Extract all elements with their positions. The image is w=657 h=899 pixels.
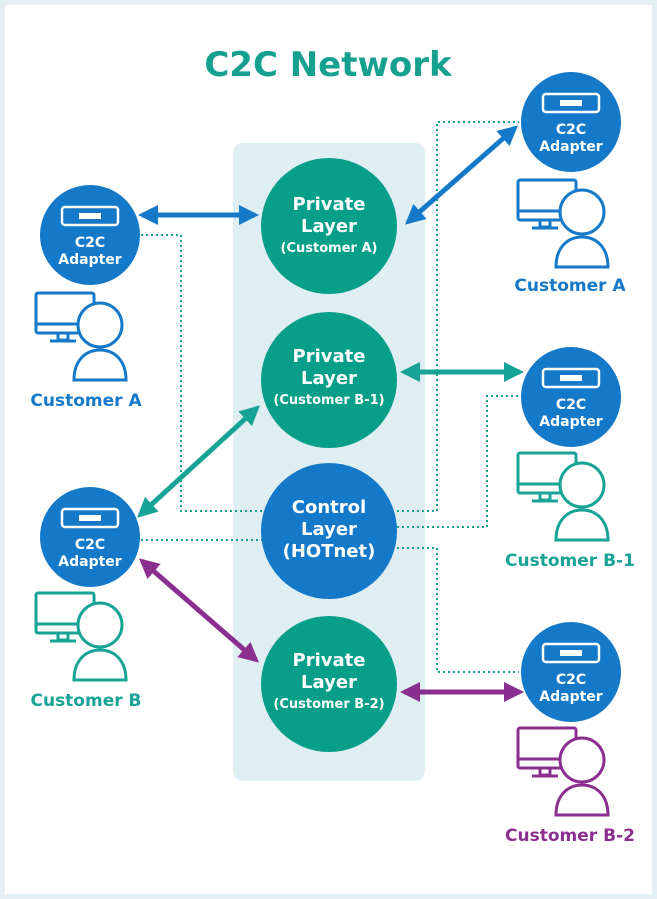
layer-name: Private bbox=[293, 346, 366, 367]
adapter-device-icon bbox=[541, 642, 601, 664]
layer-customer-b1: Private Layer (Customer B-1) bbox=[261, 312, 397, 448]
computer-user-icon bbox=[34, 291, 128, 382]
computer-user-icon bbox=[516, 178, 610, 269]
dotted-line-right-a bbox=[397, 121, 519, 512]
adapter-circle bbox=[40, 185, 140, 285]
adapter-circle bbox=[40, 487, 140, 587]
arrow-connections bbox=[137, 125, 524, 702]
adapter-line1: C2C bbox=[556, 122, 586, 138]
diagram-title: C2C Network bbox=[204, 45, 453, 85]
adapter-circle bbox=[521, 622, 621, 722]
layer-circle bbox=[261, 463, 397, 599]
adapter-circle bbox=[521, 72, 621, 172]
adapter-line2: Adapter bbox=[539, 414, 603, 430]
layer-line2: Layer bbox=[301, 519, 357, 540]
adapter-circle bbox=[521, 347, 621, 447]
computer-user-icon bbox=[516, 451, 610, 542]
adapter-device-icon bbox=[541, 92, 601, 114]
dotted-line-right-b1 bbox=[397, 395, 519, 528]
adapter-line1: C2C bbox=[75, 235, 105, 251]
arrow-left-b-to-b2 bbox=[138, 558, 260, 663]
layer-name: Control bbox=[292, 497, 366, 518]
adapter-right-a: C2C Adapter bbox=[521, 72, 621, 172]
customer-label-left-b: Customer B bbox=[30, 691, 141, 711]
customer-label-right-b1: Customer B-1 bbox=[505, 551, 635, 571]
layer-name: Private bbox=[293, 650, 366, 671]
layer-circle bbox=[261, 158, 397, 294]
customer-label-left-a: Customer A bbox=[30, 391, 142, 411]
network-band bbox=[233, 143, 425, 781]
layer-sub: (Customer B-1) bbox=[273, 393, 384, 408]
layer-sub: (Customer A) bbox=[281, 241, 378, 256]
layer-name: Private bbox=[293, 194, 366, 215]
layer-line2: Layer bbox=[301, 368, 357, 389]
dotted-line-right-b2 bbox=[397, 547, 519, 673]
adapter-left-b: C2C Adapter bbox=[40, 487, 140, 587]
adapter-device-icon bbox=[60, 205, 120, 227]
computer-user-icon bbox=[34, 591, 128, 682]
customer-label-right-b2: Customer B-2 bbox=[505, 826, 635, 846]
adapter-line1: C2C bbox=[75, 537, 105, 553]
layer-line2: Layer bbox=[301, 216, 357, 237]
layer-sub: (Customer B-2) bbox=[273, 697, 384, 712]
adapter-line2: Adapter bbox=[539, 689, 603, 705]
adapter-line1: C2C bbox=[556, 672, 586, 688]
arrow-right-a bbox=[404, 125, 519, 225]
adapter-line2: Adapter bbox=[539, 139, 603, 155]
layer-circle bbox=[261, 616, 397, 752]
adapter-line1: C2C bbox=[556, 397, 586, 413]
customer-label-right-a: Customer A bbox=[514, 276, 626, 296]
adapter-device-icon bbox=[541, 367, 601, 389]
arrow-left-b-to-b1 bbox=[137, 405, 260, 518]
adapter-line2: Adapter bbox=[58, 554, 122, 570]
layer-customer-a: Private Layer (Customer A) bbox=[261, 158, 397, 294]
layer-customer-b2: Private Layer (Customer B-2) bbox=[261, 616, 397, 752]
computer-user-icon bbox=[516, 726, 610, 817]
adapter-left-a: C2C Adapter bbox=[40, 185, 140, 285]
layer-circle bbox=[261, 312, 397, 448]
adapter-right-b1: C2C Adapter bbox=[521, 347, 621, 447]
layer-line2: Layer bbox=[301, 672, 357, 693]
layer-sub: (HOTnet) bbox=[283, 541, 376, 562]
adapter-right-b2: C2C Adapter bbox=[521, 622, 621, 722]
adapter-line2: Adapter bbox=[58, 252, 122, 268]
layer-control-hotnet: Control Layer (HOTnet) bbox=[261, 463, 397, 599]
adapter-device-icon bbox=[60, 507, 120, 529]
